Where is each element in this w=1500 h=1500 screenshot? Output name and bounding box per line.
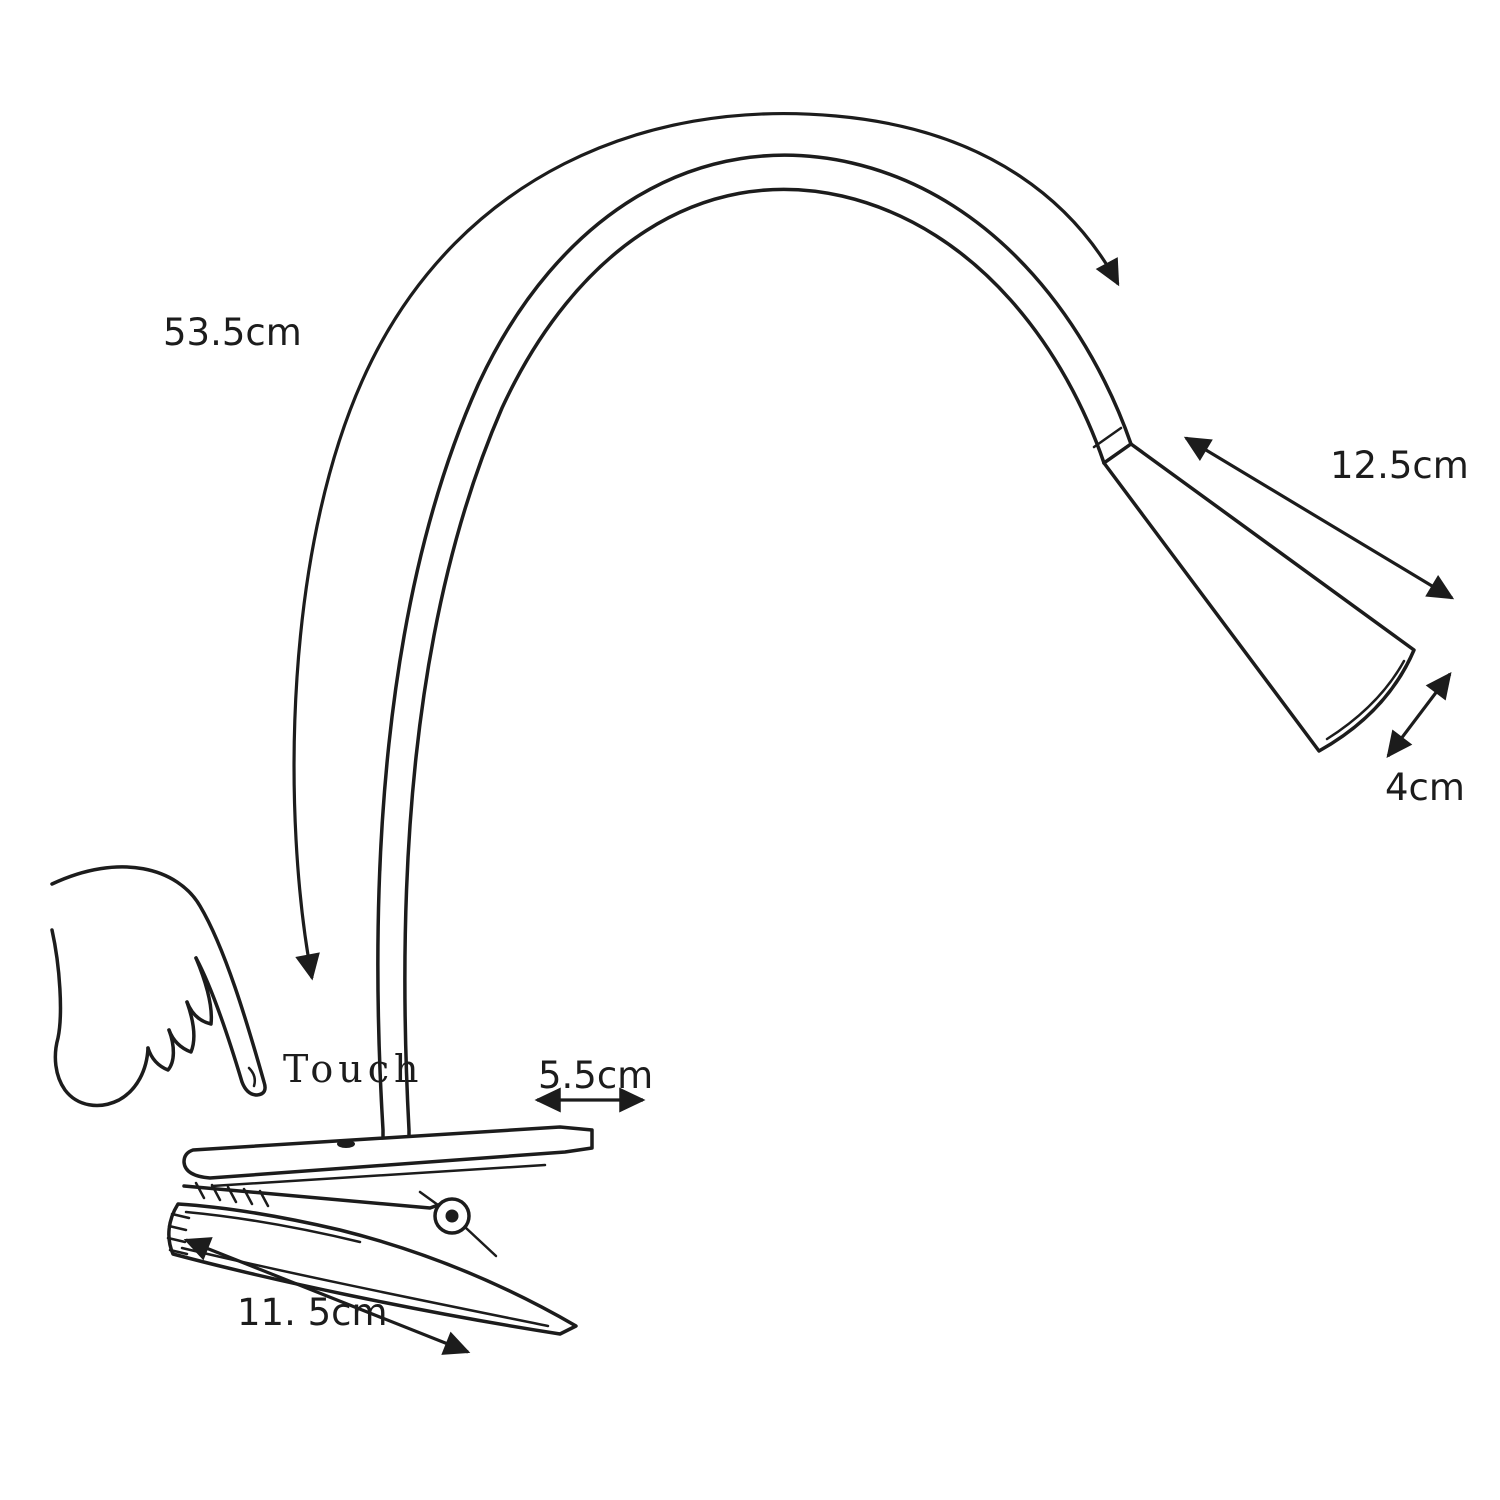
arm-length-dimension-arrow — [292, 111, 1120, 981]
head-width-dimension: 4cm — [1385, 672, 1465, 809]
gooseneck-fill — [377, 155, 1132, 1148]
lamp-head-outline — [1102, 442, 1416, 753]
tooth-line — [194, 1181, 206, 1200]
arm-joint-band-line-2 — [1092, 426, 1123, 449]
clamp-length-arrow — [183, 1237, 471, 1355]
hand-outline-top-index — [50, 865, 267, 1097]
gooseneck-inner-edge-line — [403, 187, 1106, 1150]
jaw-tooth-line — [166, 1236, 187, 1244]
lamp-head — [1102, 442, 1416, 753]
tooth-line — [242, 1187, 254, 1206]
clamp-length-dimension: 11. 5cm — [183, 1237, 471, 1355]
hinge-link-line-1 — [418, 1190, 440, 1207]
hinge-pin — [445, 1209, 459, 1223]
head-width-dimension-arrow — [1386, 672, 1452, 758]
clamp-top-width-dimension: 5.5cm — [534, 1054, 653, 1113]
clamp-top-width-label: 5.5cm — [538, 1054, 653, 1097]
hand-thumb-and-palm — [50, 928, 150, 1108]
clamp-length-label: 11. 5cm — [237, 1291, 388, 1334]
jaw-tooth-line — [167, 1224, 188, 1232]
touch-label: Touch — [283, 1047, 424, 1091]
clamp-upper-jaw-line — [182, 1184, 454, 1210]
clamp-top-plate-edge-line — [210, 1163, 547, 1188]
touch-sensor-dot — [337, 1140, 355, 1148]
clamp-top-plate — [182, 1125, 594, 1180]
tooth-line — [258, 1189, 270, 1208]
hand-curled-finger-3 — [146, 1028, 176, 1072]
head-length-dimension: 12.5cm — [1183, 436, 1469, 600]
tooth-line — [210, 1183, 222, 1202]
head-length-label: 12.5cm — [1330, 444, 1469, 487]
hand-pointer-illustration — [50, 865, 267, 1108]
index-fingernail-line — [247, 1066, 257, 1088]
hand-curled-finger-1 — [185, 956, 214, 1026]
gooseneck-arm — [376, 153, 1133, 1150]
head-width-label: 4cm — [1385, 766, 1465, 809]
hinge-link-line-2 — [464, 1226, 498, 1258]
arm-length-dimension: 53.5cm — [163, 111, 1120, 981]
clamp-hinge — [418, 1190, 498, 1258]
jaw-tooth-line — [170, 1212, 191, 1220]
clamp-teeth — [194, 1181, 270, 1208]
tooth-line — [226, 1185, 238, 1204]
gooseneck-outer-edge-line — [376, 153, 1133, 1150]
lamp-head-face-inner-line — [1325, 659, 1406, 741]
arm-length-label: 53.5cm — [163, 311, 302, 354]
head-length-dimension-arrow — [1183, 436, 1455, 600]
